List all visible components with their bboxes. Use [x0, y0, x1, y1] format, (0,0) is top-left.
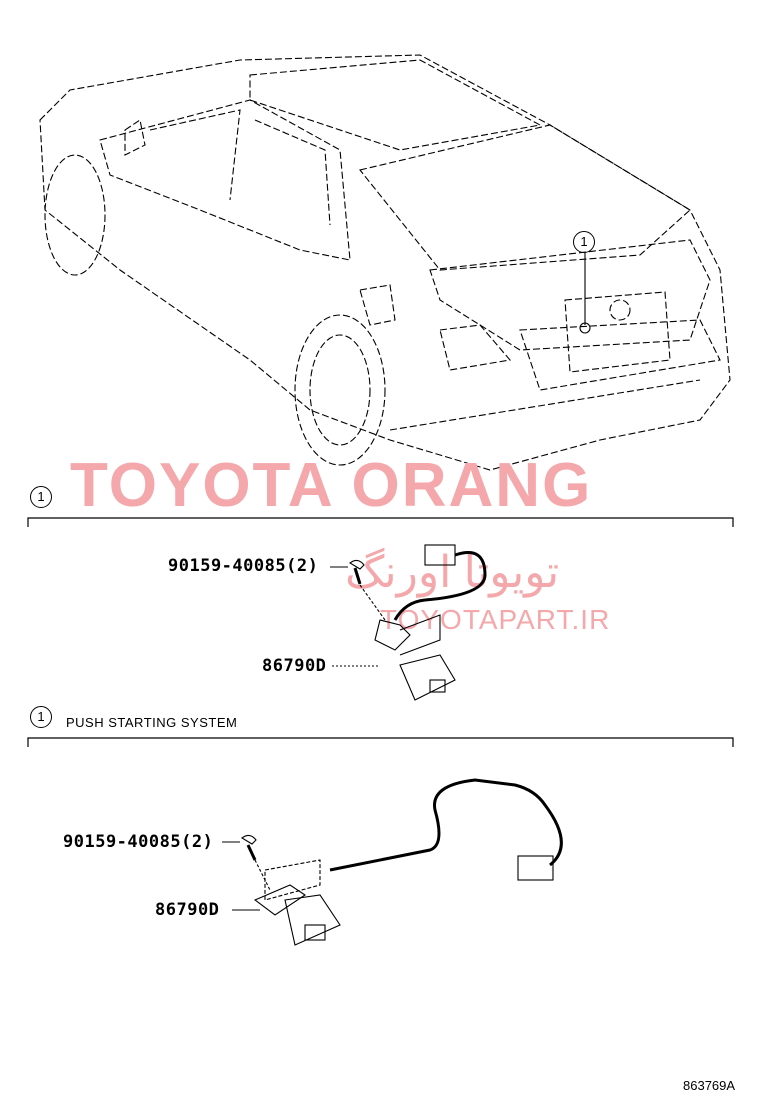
part-number: 86790D [262, 656, 327, 676]
part-number: 90159-40085 [63, 832, 182, 852]
section2-part-bolt[interactable]: 90159-40085(2) [63, 832, 213, 852]
section1-callout: 1 [30, 486, 52, 508]
watermark-site: TOYOTAPART.IR [380, 604, 611, 635]
section2-note: PUSH STARTING SYSTEM [66, 715, 238, 730]
section1-part-camera[interactable]: 86790D [262, 656, 326, 676]
illustration-code: 863769A [683, 1078, 736, 1093]
part-number: 86790D [155, 900, 220, 920]
section1-part-bolt[interactable]: 90159-40085(2) [168, 556, 318, 576]
car-illustration [39, 54, 731, 471]
callout-1-car[interactable]: 1 [573, 231, 595, 253]
part-number: 90159-40085 [168, 556, 287, 576]
section2-part-camera[interactable]: 86790D [155, 900, 219, 920]
part-qty: (2) [286, 556, 319, 576]
section2-callout: 1 [30, 706, 52, 728]
part-qty: (2) [181, 832, 214, 852]
watermark-persian: تویوتا اورنگ [345, 548, 560, 597]
watermark-main: TOYOTA ORANG [70, 451, 593, 520]
